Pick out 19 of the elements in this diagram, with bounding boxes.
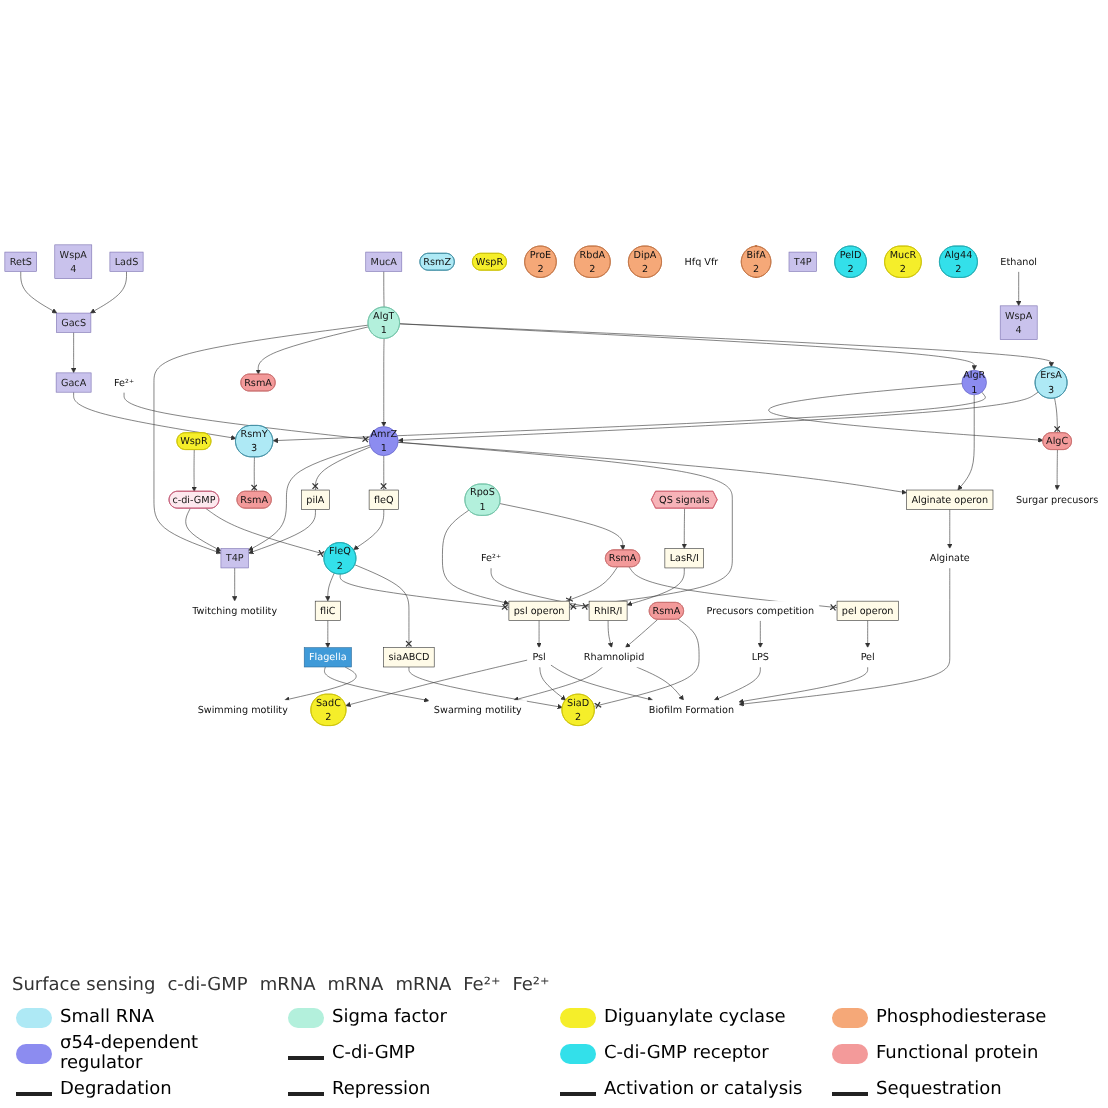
legend-text: C-di-GMP receptor xyxy=(604,1044,769,1064)
note-text: Fe²⁺ xyxy=(512,976,550,996)
legend-text: Diguanylate cyclase xyxy=(604,1008,786,1028)
note-text: Surface sensing xyxy=(12,976,156,996)
note-text: mRNA xyxy=(327,976,384,996)
note-text: c-di-GMP xyxy=(167,976,248,996)
legend-text: σ54-dependent regulator xyxy=(60,1034,201,1074)
legend-text: Phosphodiesterase xyxy=(876,1008,1047,1028)
note-text: Fe²⁺ xyxy=(463,976,501,996)
legend-text: C-di-GMP xyxy=(332,1044,415,1064)
legend-text: Activation or catalysis xyxy=(604,1080,803,1100)
legend-text: Small RNA xyxy=(60,1008,154,1028)
note-text: mRNA xyxy=(259,976,316,996)
legend-text: Degradation xyxy=(60,1080,172,1100)
legend-text: Sequestration xyxy=(876,1080,1002,1100)
legend-text: Sigma factor xyxy=(332,1008,447,1028)
legend-text: Repression xyxy=(332,1080,431,1100)
note-text: mRNA xyxy=(395,976,452,996)
legend-text: Functional protein xyxy=(876,1044,1039,1064)
